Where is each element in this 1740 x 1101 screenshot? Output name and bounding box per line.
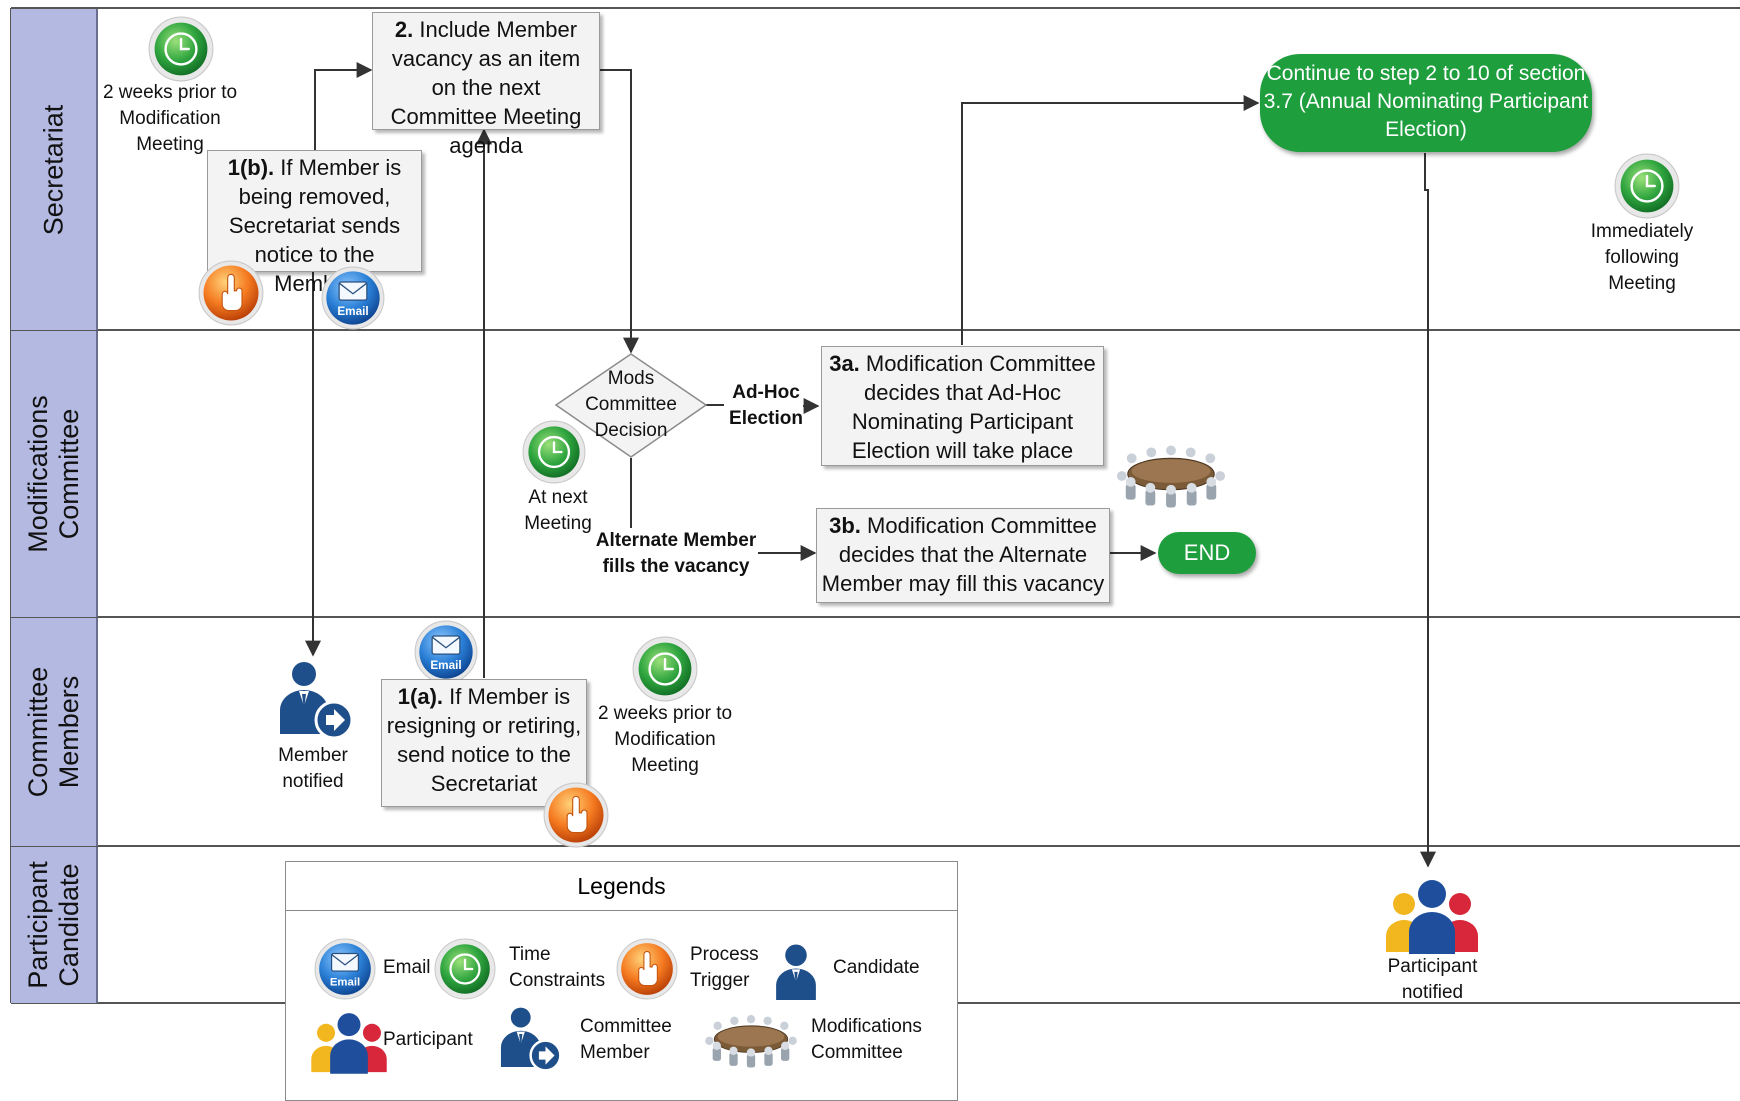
arrow-continue-to-participant — [1420, 153, 1436, 868]
clock-icon — [148, 16, 214, 82]
lane-committee-members: Committee Members — [11, 618, 98, 846]
committee-member-icon — [278, 660, 354, 740]
hand-pointer-icon — [543, 782, 609, 848]
legend-participant-label: Participant — [383, 1029, 473, 1050]
email-icon — [414, 620, 478, 684]
step-3b-number: 3b. — [829, 513, 868, 538]
clock-icon — [522, 420, 586, 484]
step-3a-box: 3a. Modification Committee decides that … — [821, 346, 1104, 466]
step-1b-number: 1(b). — [227, 155, 281, 180]
step-3a-number: 3a. — [829, 351, 866, 376]
end-terminal: END — [1158, 532, 1256, 574]
legend-candidate-label: Candidate — [833, 957, 920, 978]
step-3a-text: Modification Committee decides that Ad-H… — [851, 351, 1096, 463]
step-2-text: Include Member vacancy as an item on the… — [390, 17, 582, 158]
decision-diamond — [554, 353, 708, 458]
step-1a-box: 1(a). If Member is resigning or retiring… — [381, 679, 587, 807]
boardroom-meeting-icon — [704, 1014, 798, 1068]
time-secretariat-prior: 2 weeks prior to Modification Meeting — [102, 82, 238, 155]
legend-committee-member-label: Committee Member — [580, 1016, 672, 1063]
step-1b-box: 1(b). If Member is being removed, Secret… — [207, 150, 422, 296]
step-1b-text: If Member is being removed, Secretariat … — [228, 155, 402, 296]
legend-time-label: Time Constraints — [509, 944, 606, 991]
clock-icon — [632, 636, 698, 702]
email-icon — [314, 938, 376, 1000]
boardroom-meeting-icon — [1116, 445, 1226, 508]
arrow-3a-to-continue — [961, 95, 1260, 345]
step-2-box: 2. Include Member vacancy as an item on … — [372, 12, 600, 158]
time-immediately-following: Immediately following Meeting — [1590, 221, 1694, 294]
continue-step-pill: Continue to step 2 to 10 of section 3.7 … — [1260, 54, 1592, 152]
candidate-icon — [776, 944, 816, 1000]
time-at-next-meeting: At next Meeting — [524, 487, 592, 534]
email-icon — [321, 266, 385, 330]
step-2-number: 2. — [394, 17, 420, 42]
decision-label: Mods Committee Decision — [585, 368, 677, 441]
legend-title: Legends — [286, 862, 957, 911]
legend-modifications-committee-label: Modifications Committee — [811, 1016, 922, 1063]
legend-email-label: Email — [383, 957, 431, 978]
participant-notified-label: Participant notified — [1387, 956, 1478, 1003]
participants-group-icon — [1386, 880, 1478, 954]
lane-modifications-committee: Modifications Committee — [11, 331, 98, 617]
clock-icon — [1614, 153, 1680, 219]
step-1a-number: 1(a). — [397, 684, 450, 709]
time-members-prior: 2 weeks prior to Modification Meeting — [597, 703, 733, 776]
legend-process-label: Process Trigger — [690, 944, 759, 991]
edge-label-alternate: Alternate Member fills the vacancy — [595, 530, 757, 577]
lane-participant-candidate: Participant Candidate — [11, 847, 98, 1003]
legend-panel: Legends Email Time Constraints Process T… — [285, 861, 958, 1101]
step-3b-box: 3b. Modification Committee decides that … — [816, 508, 1110, 603]
member-notified-label: Member notified — [278, 745, 348, 792]
hand-pointer-icon — [616, 938, 678, 1000]
edge-label-adhoc: Ad-Hoc Election — [729, 382, 803, 429]
hand-pointer-icon — [198, 260, 264, 326]
lane-secretariat: Secretariat — [11, 9, 98, 330]
arrow-step2-to-decision — [599, 69, 639, 354]
committee-member-icon — [499, 1006, 562, 1072]
step-1a-text: If Member is resigning or retiring, send… — [386, 684, 582, 796]
participants-group-icon — [311, 1013, 387, 1074]
step-3b-text: Modification Committee decides that the … — [821, 513, 1105, 596]
clock-icon — [434, 938, 496, 1000]
